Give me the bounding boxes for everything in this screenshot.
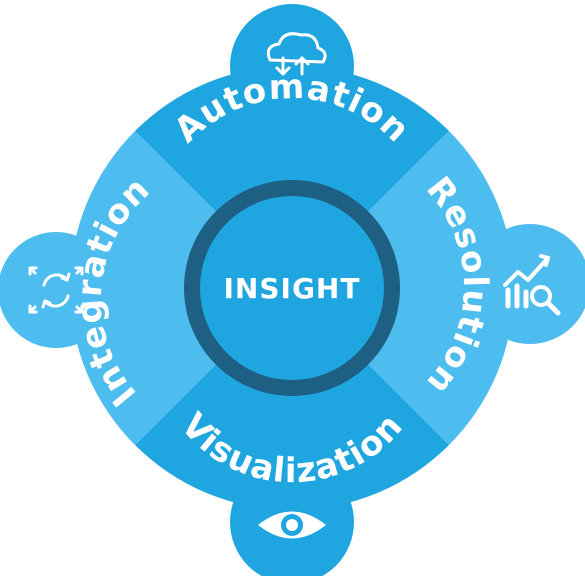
cloud-sync-icon — [266, 32, 327, 76]
cycle-arrows-icon — [28, 266, 84, 314]
analytics-search-icon — [503, 254, 561, 316]
eye-icon — [258, 511, 326, 539]
segment-right — [292, 131, 515, 445]
segment-top — [135, 65, 449, 288]
insight-core — [200, 196, 384, 380]
segment-bottom — [135, 288, 449, 511]
segment-left — [69, 131, 292, 445]
center-label: INSIGHT — [224, 272, 361, 305]
